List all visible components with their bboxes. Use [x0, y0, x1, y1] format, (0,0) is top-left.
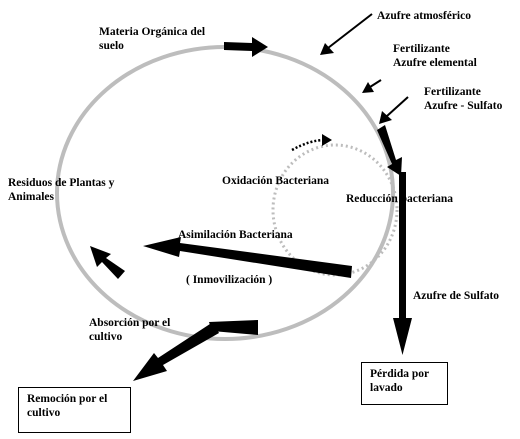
immobilization-label: ( Inmovilización ) — [186, 274, 272, 286]
bacterial-reduction-label: Reducción bacteriana — [346, 193, 453, 205]
plant-residues-label-line-2: Animales — [8, 191, 55, 203]
inner-cycle-dotted-arrow — [291, 138, 326, 152]
crop-absorption-label: Absorción por el cultivo — [89, 317, 173, 343]
elemental-fertilizer-label-line-2: Azufre elemental — [393, 57, 477, 69]
bacterial-oxidation-label: Oxidación Bacteriana — [222, 175, 329, 187]
plant-residues-label-line-1: Residuos de Plantas y — [8, 177, 115, 189]
residues-arrow — [90, 246, 125, 279]
inner-bacterial-cycle-ring — [271, 143, 399, 277]
plant-residues-label: Residuos de Plantas y Animales — [8, 177, 117, 203]
sulfate-leaching-arrow — [393, 172, 412, 355]
elemental-fertilizer-arrow-line — [369, 79, 382, 88]
inner-cycle-arrowhead — [322, 134, 332, 146]
sulfate-fertilizer-label: Fertilizante Azufre - Sulfato — [424, 86, 503, 112]
elemental-fertilizer-label-line-1: Fertilizante — [393, 43, 450, 55]
sulfate-fertilizer-label-line-2: Azufre - Sulfato — [424, 100, 503, 112]
reduction-arrow — [377, 125, 402, 176]
absorption-arrow — [209, 320, 258, 335]
organic-matter-label-line-2: suelo — [99, 40, 124, 52]
main-cycle-ring — [55, 45, 395, 341]
crop-absorption-label-line-1: Absorción por el — [89, 317, 170, 329]
crop-removal-arrow — [133, 322, 219, 381]
elemental-fertilizer-arrowhead — [362, 82, 374, 93]
bacterial-assimilation-label: Asimilación Bacteriana — [178, 229, 293, 241]
leaching-loss-box: Pérdida por lavado — [361, 362, 448, 405]
assimilation-arrow — [143, 237, 352, 278]
crop-absorption-label-line-2: cultivo — [89, 331, 122, 343]
atmospheric-sulfur-label: Azufre atmosférico — [377, 10, 471, 22]
sulfate-fertilizer-arrow-line — [386, 96, 409, 117]
organic-matter-label-line-1: Materia Orgánica del — [99, 26, 205, 38]
atmospheric-sulfur-arrowhead — [320, 43, 334, 55]
sulfate-fertilizer-arrowhead — [379, 111, 392, 124]
elemental-fertilizer-label: Fertilizante Azufre elemental — [393, 43, 477, 69]
crop-removal-box: Remoción por el cultivo — [18, 387, 131, 433]
organic-matter-label: Materia Orgánica del suelo — [99, 26, 208, 52]
sulfate-fertilizer-label-line-1: Fertilizante — [424, 86, 481, 98]
atmospheric-sulfur-arrow-line — [327, 13, 373, 49]
organic-matter-arrow — [224, 37, 268, 57]
sulfate-sulfur-label: Azufre de Sulfato — [413, 290, 499, 302]
